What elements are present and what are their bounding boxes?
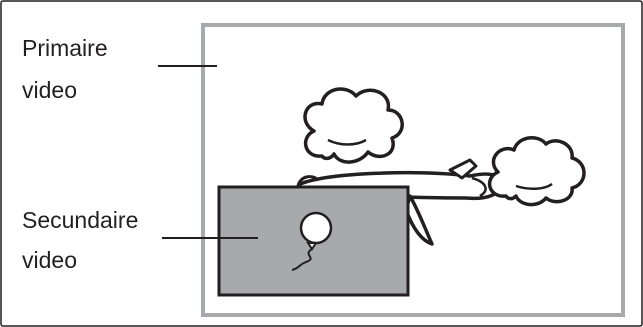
secondary-video-label: Secundaire [22, 205, 138, 235]
cloud-icon [490, 138, 584, 205]
primary-video-label: video [22, 75, 77, 105]
secondary-video-label: video [22, 245, 77, 275]
primary-video-label: Primaire [22, 33, 108, 63]
